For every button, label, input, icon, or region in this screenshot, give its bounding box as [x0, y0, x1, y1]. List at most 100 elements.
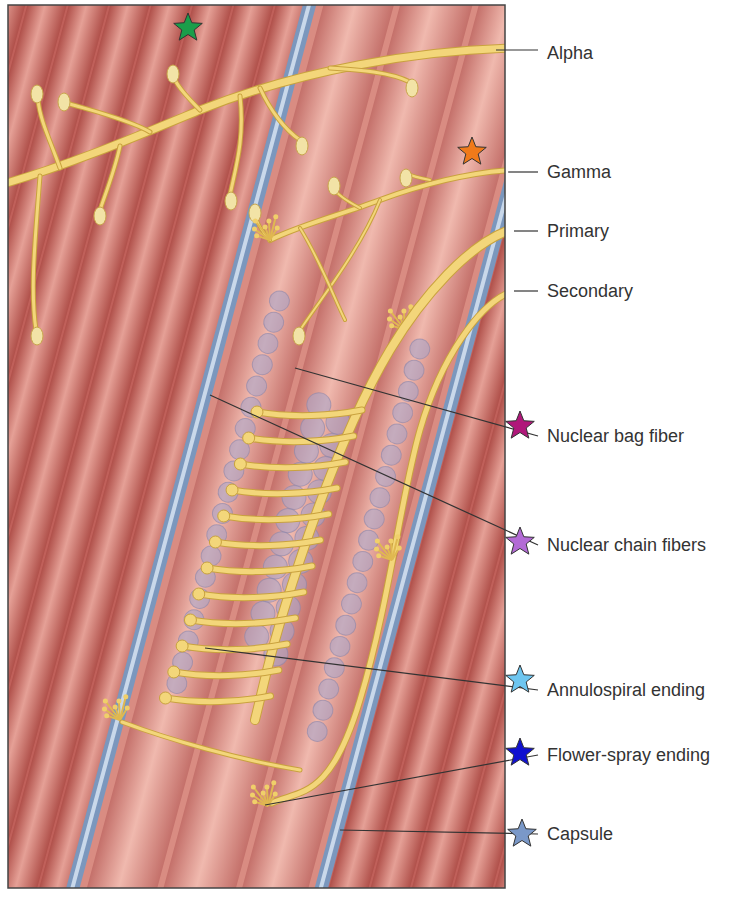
annulospiral-ring [199, 592, 304, 598]
alpha-branch [38, 100, 60, 168]
annulospiral-ring [257, 410, 362, 416]
flower-spray-branch [253, 787, 268, 806]
flower-spray-tip [388, 539, 393, 544]
gamma-axon [270, 170, 505, 240]
part-label: Secondary [545, 280, 635, 302]
flower-spray-tip [103, 698, 108, 703]
leader-line [514, 290, 538, 291]
annulospiral-ring [199, 592, 304, 598]
motor-end-plate [167, 65, 179, 83]
alpha-branch [330, 68, 410, 82]
flower-spray-tip [250, 793, 255, 798]
nucleus [322, 655, 346, 679]
flower-spray-branch [255, 221, 270, 240]
part-label: Flower-spray ending [545, 744, 712, 766]
leader-line [508, 171, 538, 172]
flower-spray-tip [273, 214, 278, 219]
secondary-branch [122, 722, 300, 770]
nucleus [385, 422, 409, 446]
alpha-branch [70, 104, 150, 132]
part-label: Alpha [545, 42, 595, 64]
annulospiral-bulb [159, 692, 171, 704]
flower-spray-tip [261, 790, 266, 795]
leader-line [514, 230, 538, 231]
flower-spray-tip [116, 699, 121, 704]
gamma-branch [300, 228, 345, 320]
annulospiral-ring [215, 540, 320, 546]
annulospiral-ring [224, 514, 329, 520]
flower-spray-tip [102, 707, 107, 712]
alpha-branch [38, 100, 60, 168]
nucleus [339, 592, 363, 616]
nucleus [373, 464, 397, 488]
flower-spray-tip [374, 547, 379, 552]
annulospiral-ring [224, 514, 329, 520]
alpha-branch [100, 146, 120, 210]
gamma-branch [335, 190, 360, 208]
annulospiral-ring [190, 618, 295, 624]
motor-end-plate [406, 79, 418, 97]
flower-spray-tip [271, 780, 276, 785]
flower-spray-tip [398, 314, 403, 319]
primary-axon [255, 228, 505, 720]
nucleus [379, 443, 403, 467]
leader-line [295, 368, 538, 436]
star-marker [506, 738, 535, 765]
flower-spray-tip [266, 219, 271, 224]
gamma-branch [335, 190, 360, 208]
flower-spray-tip [375, 538, 380, 543]
part-label: Capsule [545, 823, 615, 845]
annulospiral-ring [165, 696, 270, 702]
motor-end-plate [31, 85, 43, 103]
nucleus [261, 310, 285, 334]
star-marker [174, 13, 203, 40]
alpha-branch [70, 104, 150, 132]
part-label: Nuclear bag fiber [545, 425, 686, 447]
flower-spray-tip [113, 704, 118, 709]
alpha-branch [100, 146, 120, 210]
annulospiral-ring [257, 410, 362, 416]
nucleus [239, 395, 263, 419]
gamma-branch [300, 200, 380, 330]
spindle-interior [8, 5, 505, 888]
nucleus [407, 337, 431, 361]
alpha-branch [230, 96, 241, 195]
leader-line [210, 395, 538, 545]
motor-end-plate [31, 327, 43, 345]
flower-spray-tip [104, 713, 109, 718]
alpha-branch [330, 68, 410, 82]
nucleus [402, 358, 426, 382]
nucleus [244, 374, 268, 398]
flower-spray-tip [123, 694, 128, 699]
leader-line [205, 648, 538, 690]
primary-axon [255, 228, 505, 720]
flower-spray-tip [252, 799, 257, 804]
nucleus [250, 352, 274, 376]
muscle-fibers [8, 5, 505, 888]
figure-border [8, 5, 505, 888]
alpha-branch [260, 88, 300, 140]
annulospiral-ring [182, 644, 287, 650]
alpha-axon [8, 48, 505, 185]
annulospiral-ring [240, 462, 345, 468]
gamma-axon [270, 170, 505, 240]
motor-end-plate [400, 169, 412, 187]
nucleus [356, 528, 380, 552]
motor-end-plate [293, 327, 305, 345]
flower-spray-tip [388, 308, 393, 313]
nucleus [256, 331, 280, 355]
alpha-branch [175, 80, 200, 110]
alpha-branch [175, 80, 200, 110]
annulospiral-ring [215, 540, 320, 546]
flower-spray-tip [254, 233, 259, 238]
nucleus [305, 719, 329, 743]
gamma-branch [300, 228, 345, 320]
nucleus [328, 634, 352, 658]
secondary-axon [272, 290, 505, 803]
annulospiral-bulb [234, 458, 246, 470]
secondary-axon [272, 290, 505, 803]
alpha-branch [33, 176, 40, 330]
annulospiral-ring [232, 488, 337, 494]
leader-line [496, 49, 538, 50]
star-marker [508, 819, 537, 846]
